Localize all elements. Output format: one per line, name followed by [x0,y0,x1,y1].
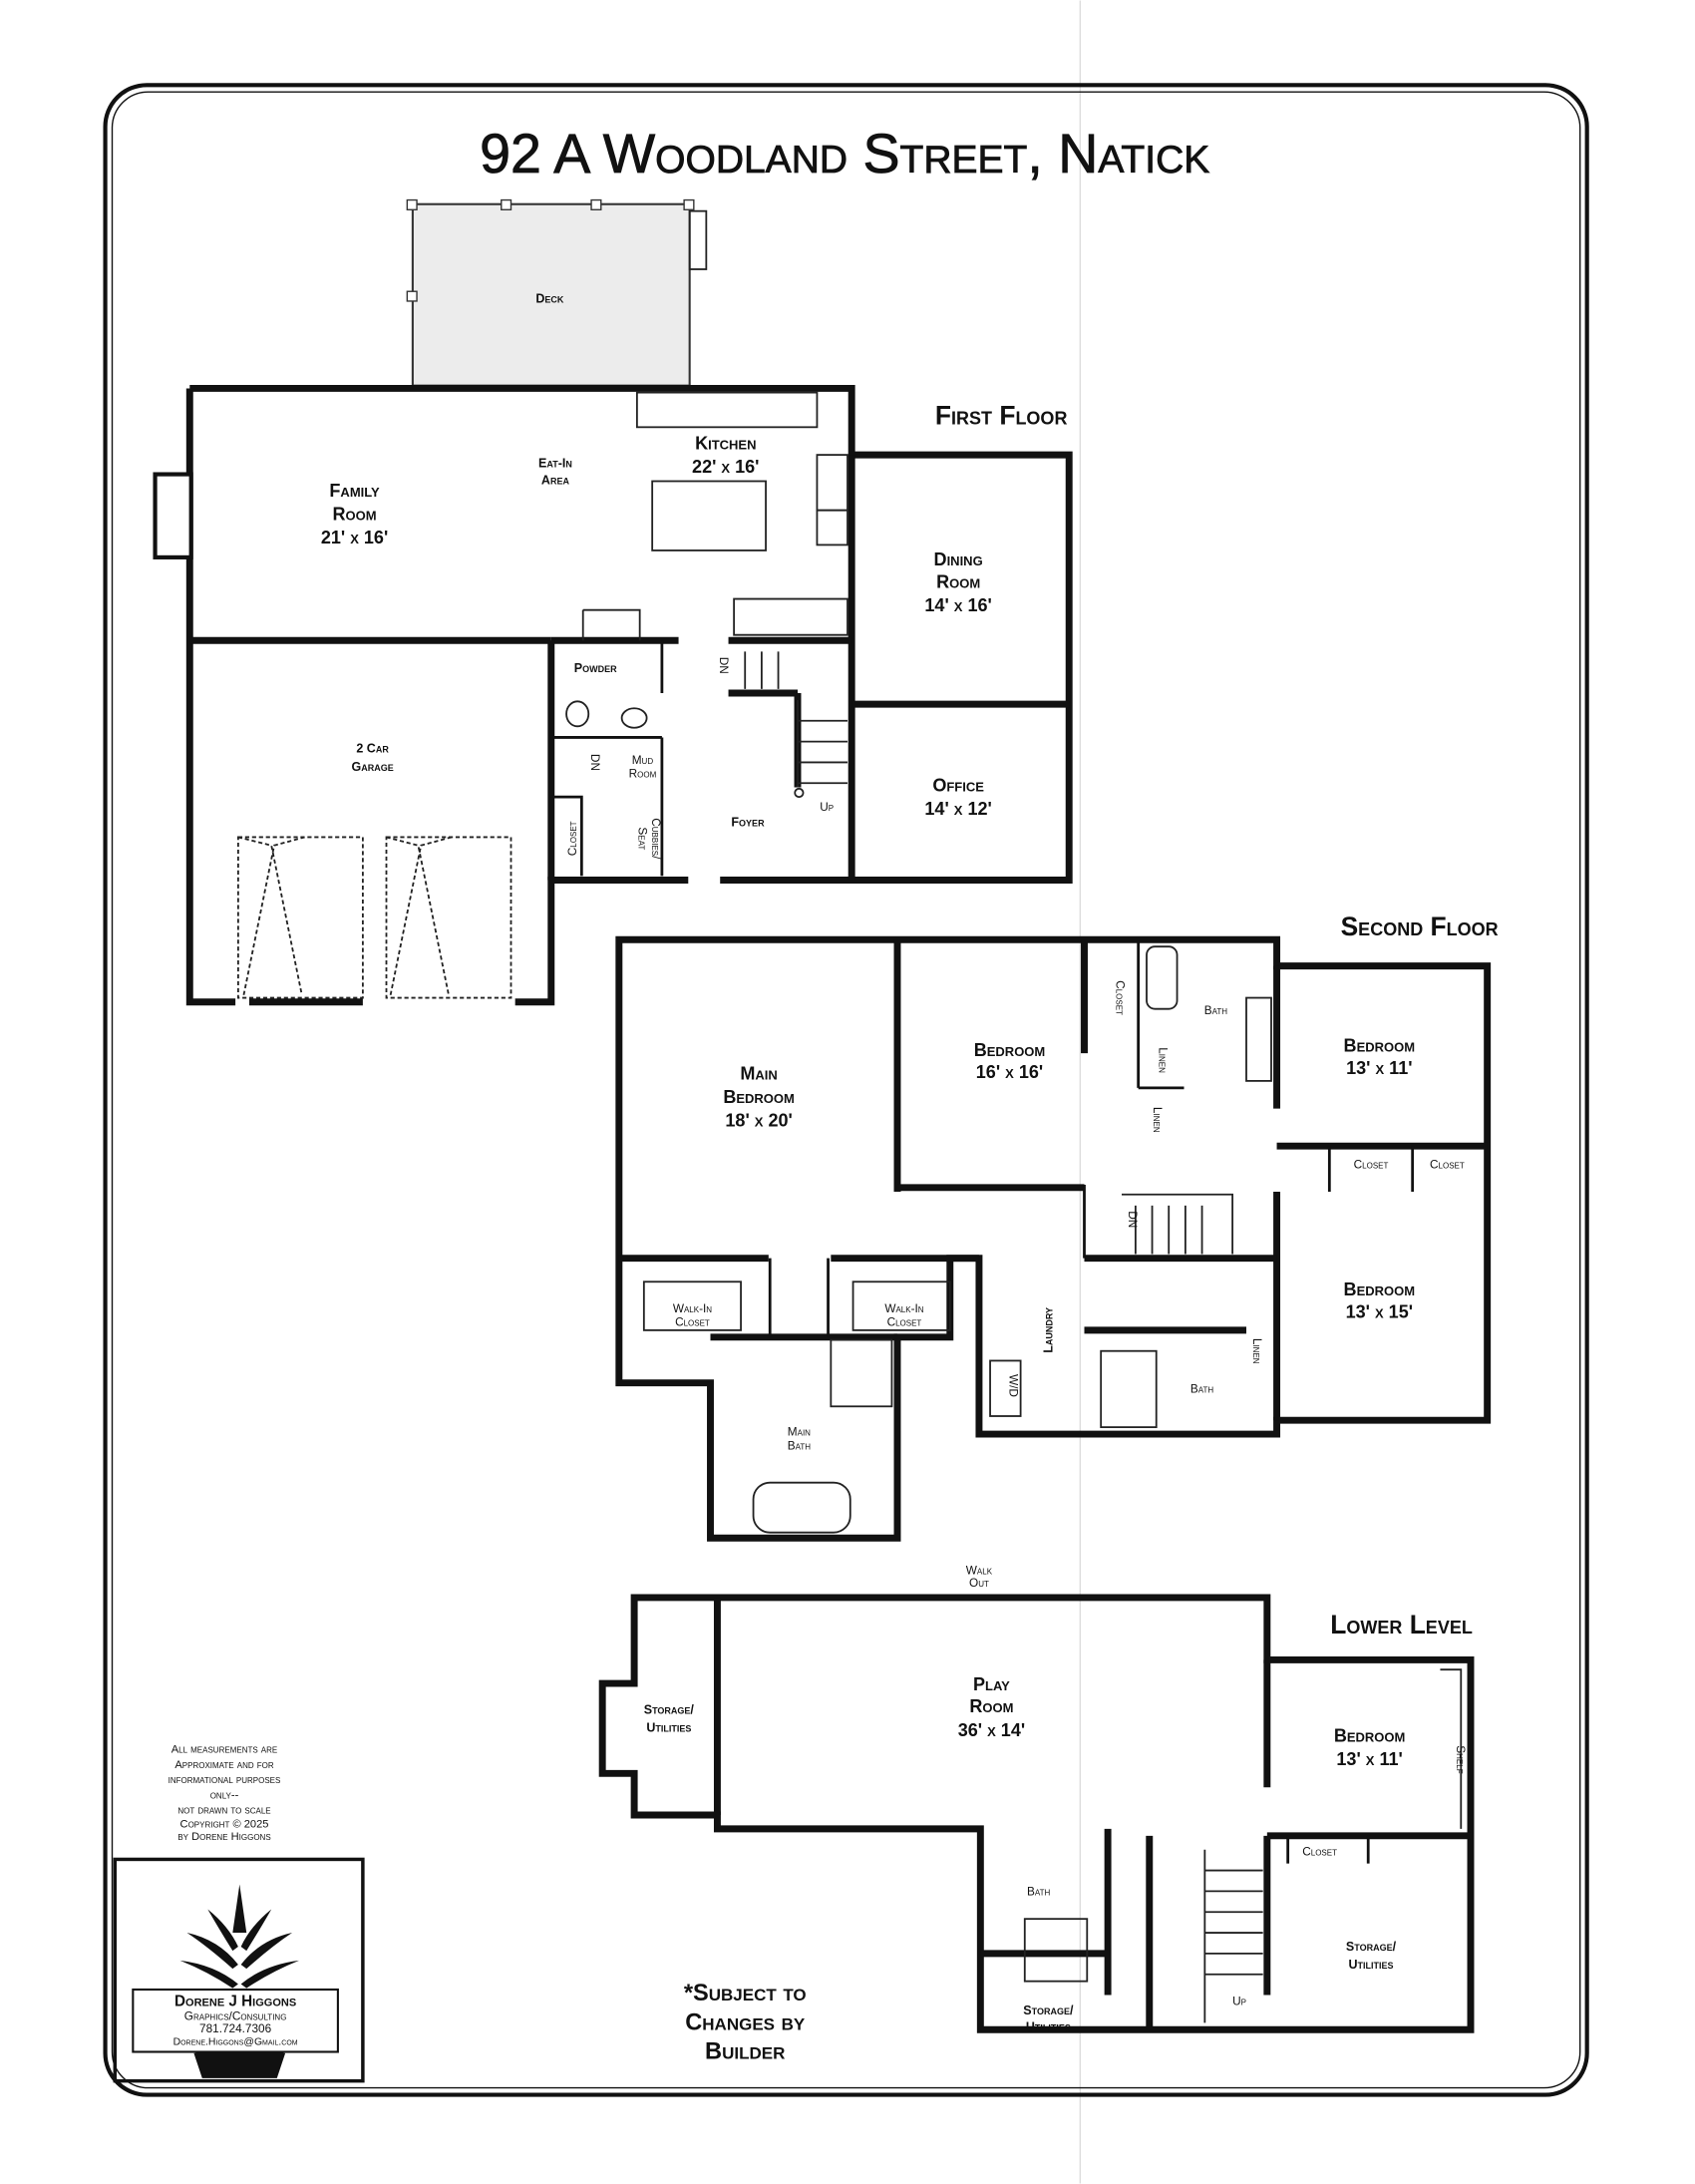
stair-dn-label: DN [1126,1211,1140,1228]
main-bath-shower [830,1338,893,1408]
page-title: 92 A Woodland Street, Natick [480,123,1209,184]
closet-label: Closet [565,821,579,856]
logo-tagline: Graphics/Consulting [184,2009,287,2023]
deck [411,202,691,387]
logo-name: Dorene J Higgons [174,1994,296,2010]
second-floor-heading: Second Floor [1341,911,1499,941]
bath-b-label: Bath [1190,1381,1213,1395]
logo-email: Dorene.Higgons@Gmail.com [173,2037,298,2048]
closet-c-label: Closet [1430,1157,1465,1171]
deck-label: Deck [535,291,564,305]
mudroom-dn-label: DN [588,754,602,771]
closet-b-label: Closet [1354,1157,1389,1171]
linen-b-label: Linen [1151,1107,1165,1133]
foyer-label: Foyer [731,815,765,829]
range [816,454,848,512]
lower-bath-label: Bath [1027,1885,1050,1899]
storage-right-label: Storage/Utilities [1346,1940,1397,1972]
page-border-inner [111,91,1581,2089]
kitchen-island [651,480,767,551]
storage-bath-label: Storage/Utilities [1023,2003,1074,2034]
logo-frame [113,1857,365,2083]
linen-a-label: Linen [1157,1047,1171,1073]
bath-a-label: Bath [1204,1003,1227,1017]
closet-a-label: Closet [1113,980,1127,1015]
main-bath-tub [752,1481,851,1534]
logo-phone: 781.724.7306 [199,2021,272,2035]
shelf-label: Shelf [1454,1745,1468,1773]
storage-left-label: Storage/Utilities [644,1703,695,1735]
stair-dn-label: DN [717,657,731,674]
cubbies-label: Cubbies/Seat [635,818,663,860]
first-floor-heading: First Floor [935,401,1068,431]
lower-closet-label: Closet [1302,1844,1337,1858]
lower-level-heading: Lower Level [1330,1610,1473,1639]
linen-c-label: Linen [1250,1338,1264,1364]
stair-up-label: Up [820,800,834,814]
pineapple-logo-icon [179,1884,299,2078]
powder-label: Powder [574,661,617,675]
page-border-outer [103,83,1589,2097]
logo-card [132,1988,339,2053]
lower-up-label: Up [1232,1994,1246,2007]
laundry-label: Laundry [1042,1307,1056,1353]
kitchen-counter [635,391,819,429]
washer-dryer-label: W/D [1007,1374,1021,1397]
fireplace [153,472,193,559]
